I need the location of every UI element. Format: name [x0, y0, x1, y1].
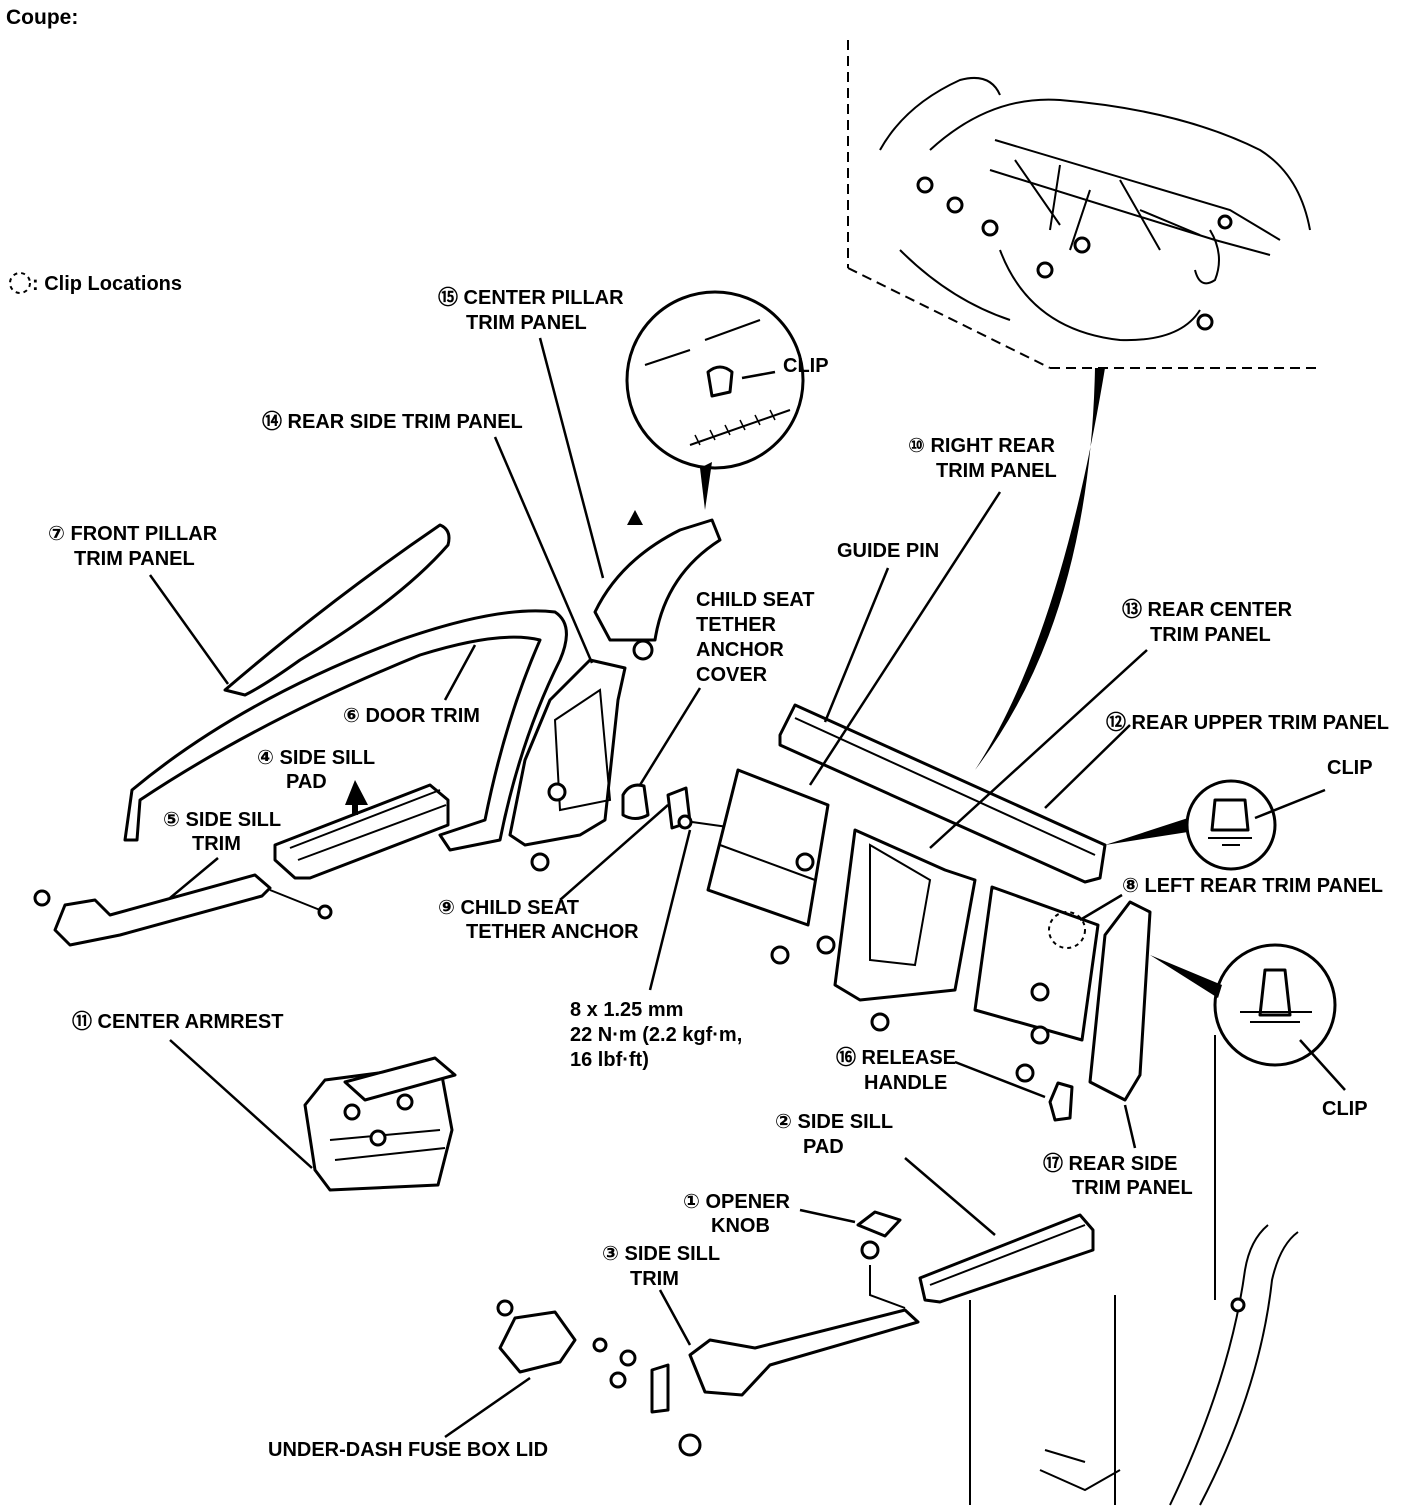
- leader-5: [169, 857, 219, 899]
- leader-cover: [638, 687, 702, 786]
- door-trim: [123, 609, 568, 852]
- label-clip-top: CLIP: [783, 355, 829, 377]
- label-child-seat-cover: CHILD SEAT TETHER ANCHOR COVER: [696, 589, 820, 686]
- label-right-rear-trim: ⑩ RIGHT REAR TRIM PANEL: [908, 435, 1061, 482]
- leader-3: [658, 1289, 692, 1346]
- label-front-pillar-trim: ⑦ FRONT PILLAR TRIM PANEL: [48, 523, 223, 570]
- opener-knob: [856, 1210, 902, 1238]
- rear-side-trim-panel-center: [508, 658, 627, 847]
- leader-17: [1123, 1104, 1137, 1149]
- leader-clip-right-upper: [1254, 788, 1326, 820]
- label-release-handle: ⑯ RELEASE HANDLE: [836, 1046, 962, 1094]
- page-title: Coupe:: [6, 6, 78, 29]
- up-arrow-icon: [345, 780, 368, 815]
- right-rear-trim-panel: [706, 768, 830, 927]
- label-clip-right-lower: CLIP: [1322, 1098, 1368, 1120]
- door-opening-outline: [969, 1035, 1299, 1506]
- label-rear-side-trim-panel: ⑭ REAR SIDE TRIM PANEL: [262, 410, 523, 433]
- label-opener-knob: ① OPENER KNOB: [683, 1191, 796, 1237]
- clip-location-legend-icon: [9, 272, 31, 294]
- leader-2: [904, 1157, 996, 1236]
- label-side-sill-pad-front: ④ SIDE SILL PAD: [257, 747, 380, 793]
- leader-torque: [648, 829, 692, 991]
- leader-9: [559, 804, 669, 901]
- rear-center-trim-panel: [833, 828, 977, 1002]
- leader-12: [1044, 724, 1131, 809]
- front-side-sill-trim: [53, 873, 272, 947]
- rear-side-trim-panel-right: [1088, 900, 1152, 1102]
- leader-13: [929, 649, 1148, 849]
- label-door-trim: ⑥ DOOR TRIM: [343, 705, 480, 727]
- leader-clip-right-lower: [1299, 1039, 1346, 1091]
- label-center-pillar-trim: ⑮ CENTER PILLAR TRIM PANEL: [438, 286, 629, 334]
- label-clip-right-upper: CLIP: [1327, 757, 1373, 779]
- leader-16: [954, 1060, 1046, 1099]
- label-rear-side-trim-right: ⑰ REAR SIDE TRIM PANEL: [1043, 1152, 1193, 1199]
- leader-1: [799, 1208, 856, 1224]
- under-dash-fuse-box-lid: [498, 1310, 577, 1374]
- rear-shelf-inset: [847, 40, 1318, 369]
- legend-label: : Clip Locations: [32, 273, 182, 295]
- leader-14: [493, 436, 594, 664]
- leader-15: [538, 337, 605, 579]
- release-handle: [1048, 1081, 1074, 1122]
- leader-fuse-box: [444, 1376, 531, 1439]
- label-rear-center-trim: ⑬ REAR CENTER TRIM PANEL: [1122, 598, 1298, 646]
- label-side-sill-trim-rear: ③ SIDE SILL TRIM: [602, 1243, 725, 1290]
- leader-guide-pin: [823, 567, 890, 723]
- label-side-sill-trim-front: ⑤ SIDE SILL TRIM: [163, 809, 286, 855]
- child-seat-anchor-cover: [621, 783, 650, 820]
- center-pillar-arrow-icon: [627, 510, 643, 525]
- front-side-sill-pad: [273, 783, 450, 880]
- leader-7: [148, 574, 230, 685]
- leader-11: [169, 1039, 313, 1169]
- leader-6: [443, 644, 477, 701]
- rear-side-sill-trim: [688, 1308, 920, 1397]
- label-torque-spec: 8 x 1.25 mm 22 N·m (2.2 kgf·m, 16 lbf·ft…: [570, 999, 748, 1071]
- label-child-seat-anchor: ⑨ CHILD SEAT TETHER ANCHOR: [438, 897, 639, 943]
- front-pillar-trim-panel: [223, 523, 451, 697]
- center-pillar-trim-panel: [593, 518, 722, 642]
- leader-8: [1079, 893, 1123, 922]
- label-side-sill-pad-rear: ② SIDE SILL PAD: [775, 1111, 898, 1158]
- left-rear-trim-panel: [973, 885, 1100, 1042]
- label-guide-pin: GUIDE PIN: [837, 540, 939, 562]
- label-center-armrest: ⑪ CENTER ARMREST: [72, 1010, 283, 1033]
- inset-connector: [975, 368, 1105, 770]
- leader-10: [808, 491, 1002, 786]
- label-fuse-box-lid: UNDER-DASH FUSE BOX LID: [268, 1439, 548, 1461]
- rear-side-sill-pad: [918, 1213, 1095, 1304]
- label-left-rear-trim: ⑧ LEFT REAR TRIM PANEL: [1122, 875, 1383, 897]
- label-rear-upper-trim: ⑫ REAR UPPER TRIM PANEL: [1106, 711, 1389, 734]
- leader-clip-top: [741, 370, 776, 380]
